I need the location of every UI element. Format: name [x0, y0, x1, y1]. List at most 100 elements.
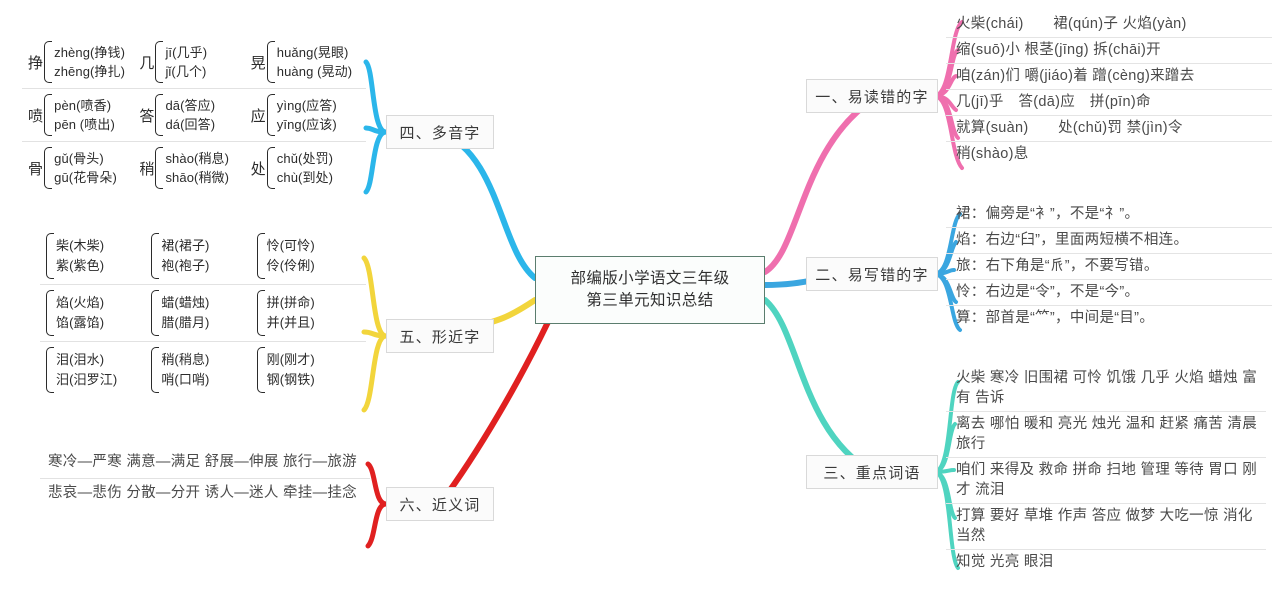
entry-line: jī(几乎) — [165, 44, 208, 60]
polyphone-character: 几 — [139, 54, 155, 72]
branch-label-3[interactable]: 三、重点词语 — [806, 455, 938, 489]
leaf-item[interactable]: 焰：右边“臼”，里面两短横不相连。 — [946, 228, 1272, 254]
brace-icon — [155, 41, 164, 83]
branch-label-4[interactable]: 四、多音字 — [386, 115, 494, 149]
entry-line: 袍(袍子) — [161, 258, 210, 273]
entry-line: 稍(稍息) — [161, 351, 210, 367]
leaf-item[interactable]: 裙：偏旁是“衤”，不是“礻”。 — [946, 202, 1272, 228]
leaf-item[interactable]: 咱(zán)们 嚼(jiáo)着 蹭(cèng)来蹭去 — [946, 64, 1272, 90]
polyphone-character: 晃 — [250, 54, 266, 72]
connector-branch-3 — [762, 297, 875, 475]
entry-readings: jī(几乎)jǐ(几个) — [165, 43, 207, 82]
brace-icon — [256, 233, 265, 279]
synonym-row[interactable]: 寒冷—严寒 满意—满足 舒展—伸展 旅行—旅游 — [40, 448, 370, 479]
entry-readings: huǎng(晃眼)huàng (晃动) — [277, 43, 352, 82]
branch-label-3-text: 三、重点词语 — [823, 464, 921, 482]
fan-branch-4-2 — [363, 125, 389, 135]
similar-char-entry[interactable]: 柴(木柴)紫(紫色) — [46, 233, 151, 279]
branch-label-2[interactable]: 二、易写错的字 — [806, 257, 938, 291]
polyphone-character: 骨 — [28, 160, 44, 178]
brace-icon — [266, 94, 275, 136]
similar-char-entry[interactable]: 怜(可怜)伶(伶俐) — [256, 233, 362, 279]
leaf-item[interactable]: 几(jī)乎 答(dā)应 拼(pīn)命 — [946, 90, 1272, 116]
entry-readings: 拼(拼命)并(并且) — [267, 293, 315, 333]
brace-icon — [151, 290, 160, 336]
branch-label-5[interactable]: 五、形近字 — [386, 319, 494, 353]
polyphone-entry[interactable]: 骨 gǔ(骨头) gū(花骨朵) — [28, 147, 139, 189]
entry-line: 并(并且) — [266, 315, 315, 330]
brace-icon — [44, 94, 53, 136]
entry-line: 哨(口哨) — [161, 372, 210, 387]
similar-char-entry[interactable]: 裙(裙子) 袍(袍子) — [151, 233, 256, 279]
leaf-item[interactable]: 算：部首是“𥫗”，中间是“目”。 — [956, 310, 1155, 326]
leaf-item[interactable]: 火柴 寒冷 旧围裙 可怜 饥饿 几乎 火焰 蜡烛 富有 告诉 — [946, 366, 1266, 412]
entry-readings: 柴(木柴)紫(紫色) — [56, 236, 104, 276]
entry-line: pēn (喷出) — [54, 117, 115, 132]
similar-char-entry[interactable]: 刚(刚才)钢(钢铁) — [256, 347, 362, 393]
center-topic-node[interactable]: 部编版小学语文三年级 第三单元知识总结 — [535, 256, 765, 324]
entry-line: chù(到处) — [276, 170, 334, 185]
similar-char-entry[interactable]: 蜡(蜡烛) 腊(腊月) — [151, 290, 256, 336]
brace-icon — [151, 347, 160, 393]
table-row: 泪(泪水)汨(汨罗江) 稍(稍息) 哨(口哨) 刚(刚才)钢(钢铁) — [40, 342, 366, 398]
fan-branch-5-3 — [361, 333, 389, 413]
entry-line: gǔ(骨头) — [54, 150, 104, 166]
entry-line: zhèng(挣钱) — [54, 44, 126, 60]
leaf-item[interactable]: 旅：右下角是“𠂢”，不要写错。 — [946, 254, 1272, 280]
leaf-item[interactable]: 火柴(chái) 裙(qún)子 火焰(yàn) — [946, 12, 1272, 38]
synonym-row[interactable]: 悲哀—悲伤 分散—分开 诱人—迷人 牵挂—挂念 — [48, 484, 357, 501]
leaf-item[interactable]: 咱们 来得及 救命 拼命 扫地 管理 等待 胃口 刚才 流泪 — [946, 458, 1266, 504]
entry-line: 馅(露馅) — [56, 315, 105, 330]
branch-label-6[interactable]: 六、近义词 — [386, 487, 494, 521]
leaf-item[interactable]: 缩(suō)小 根茎(jīng) 拆(chāi)开 — [946, 38, 1272, 64]
entry-readings: 泪(泪水)汨(汨罗江) — [56, 350, 117, 390]
entry-readings: 稍(稍息) 哨(口哨) — [161, 350, 209, 390]
fan-branch-4-1 — [363, 59, 389, 135]
leaf-item[interactable]: 怜：右边是“令”，不是“今”。 — [946, 280, 1272, 306]
entry-line: yìng(应答) — [276, 97, 337, 113]
entry-readings: chǔ(处罚)chù(到处) — [277, 149, 333, 188]
polyphone-entry[interactable]: 几 jī(几乎)jǐ(几个) — [139, 41, 250, 83]
leaf-item[interactable]: 稍(shào)息 — [956, 146, 1029, 162]
entry-line: 裙(裙子) — [161, 237, 210, 253]
brace-icon — [46, 290, 54, 336]
polyphone-entry[interactable]: 晃 huǎng(晃眼)huàng (晃动) — [251, 41, 362, 83]
entry-readings: 裙(裙子) 袍(袍子) — [161, 236, 209, 276]
leaf-item[interactable]: 就算(suàn) 处(chǔ)罚 禁(jìn)令 — [946, 116, 1272, 142]
entry-line: 泪(泪水) — [56, 351, 105, 367]
leaf-item[interactable]: 离去 哪怕 暖和 亮光 烛光 温和 赶紧 痛苦 清晨 旅行 — [946, 412, 1266, 458]
branch-3-leaf-list: 火柴 寒冷 旧围裙 可怜 饥饿 几乎 火焰 蜡烛 富有 告诉 离去 哪怕 暖和 … — [946, 366, 1266, 575]
connector-branch-4 — [437, 129, 538, 281]
similar-char-entry[interactable]: 稍(稍息) 哨(口哨) — [151, 347, 256, 393]
entry-readings: 焰(火焰) 馅(露馅) — [56, 293, 104, 333]
entry-line: 焰(火焰) — [56, 294, 105, 310]
entry-readings: pèn(喷香) pēn (喷出) — [54, 96, 115, 135]
similar-char-entry[interactable]: 焰(火焰) 馅(露馅) — [46, 290, 151, 336]
entry-line: 钢(钢铁) — [266, 372, 315, 387]
polyphone-entry[interactable]: 处 chǔ(处罚)chù(到处) — [251, 147, 362, 189]
polyphone-character: 处 — [250, 160, 266, 178]
branch-label-1[interactable]: 一、易读错的字 — [806, 79, 938, 113]
entry-readings: 刚(刚才)钢(钢铁) — [267, 350, 315, 390]
similar-char-entry[interactable]: 泪(泪水)汨(汨罗江) — [46, 347, 151, 393]
entry-line: 蜡(蜡烛) — [161, 294, 210, 310]
entry-line: pèn(喷香) — [54, 97, 112, 113]
entry-line: gū(花骨朵) — [54, 170, 117, 185]
fan-branch-6-2 — [365, 501, 389, 549]
leaf-item[interactable]: 知觉 光亮 眼泪 — [956, 554, 1054, 570]
polyphone-character: 答 — [139, 107, 155, 125]
entry-line: 怜(可怜) — [266, 237, 315, 253]
entry-line: huǎng(晃眼) — [276, 44, 349, 60]
brace-icon — [155, 147, 164, 189]
entry-line: 腊(腊月) — [161, 315, 210, 330]
leaf-item[interactable]: 打算 要好 草堆 作声 答应 做梦 大吃一惊 消化 当然 — [946, 504, 1266, 550]
branch-label-4-text: 四、多音字 — [399, 124, 481, 142]
similar-char-entry[interactable]: 拼(拼命)并(并且) — [256, 290, 362, 336]
